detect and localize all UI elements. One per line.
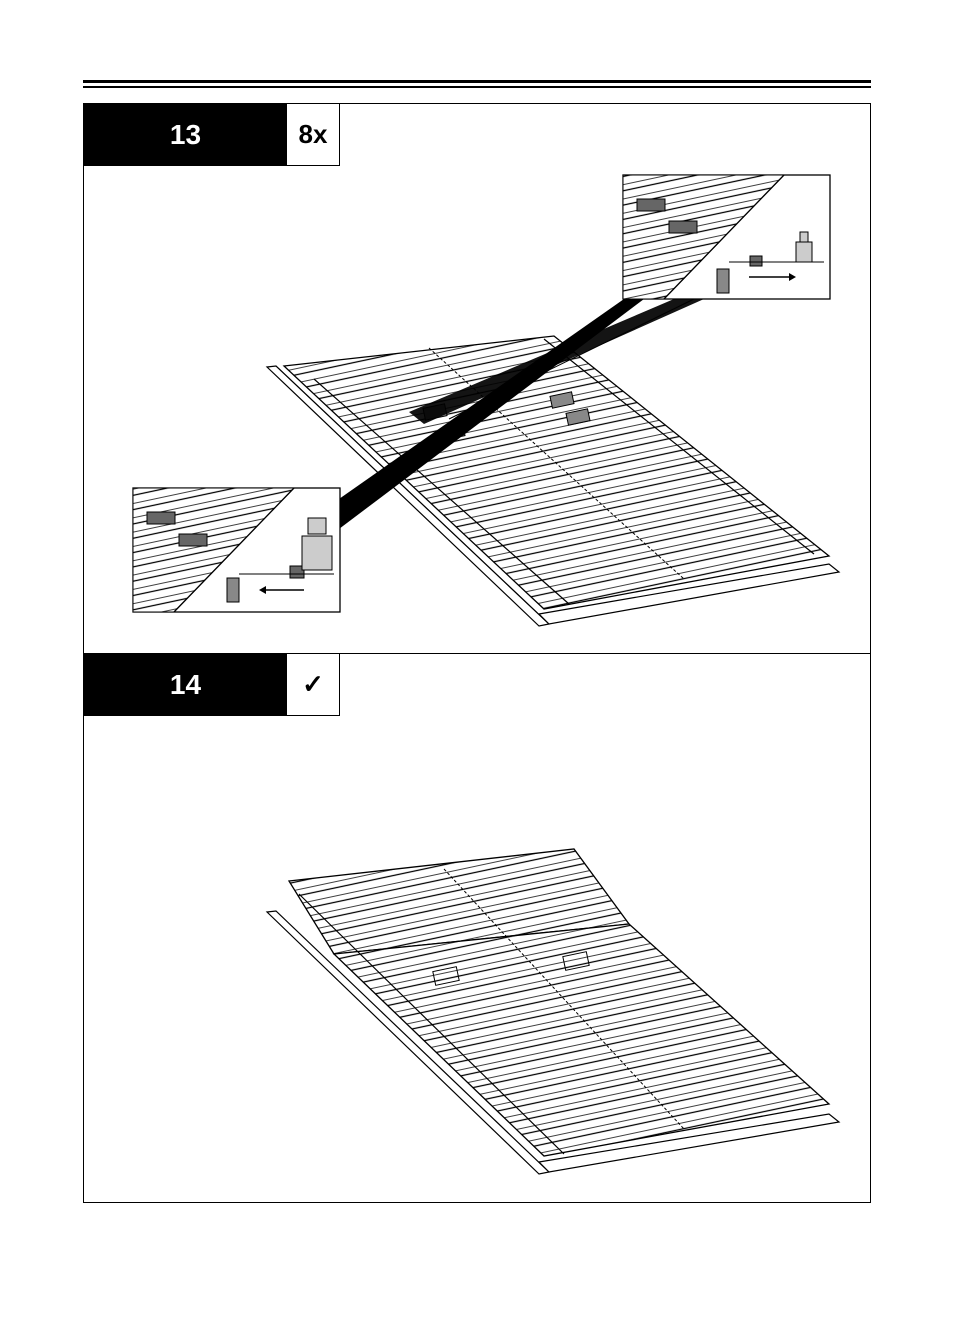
quantity-label: 8x bbox=[287, 104, 340, 166]
check-mark-icon: ✓ bbox=[287, 654, 340, 716]
assembled-frame-illustration bbox=[265, 848, 841, 1175]
slatted-frame-illustration bbox=[132, 174, 841, 627]
step-number: 14 bbox=[84, 654, 287, 716]
step-13-panel: 13 8x bbox=[83, 103, 871, 654]
top-rule-thick bbox=[83, 80, 871, 83]
step-14-panel: 14 ✓ bbox=[83, 653, 871, 1203]
top-rule-thin bbox=[83, 86, 871, 88]
step-number: 13 bbox=[84, 104, 287, 166]
